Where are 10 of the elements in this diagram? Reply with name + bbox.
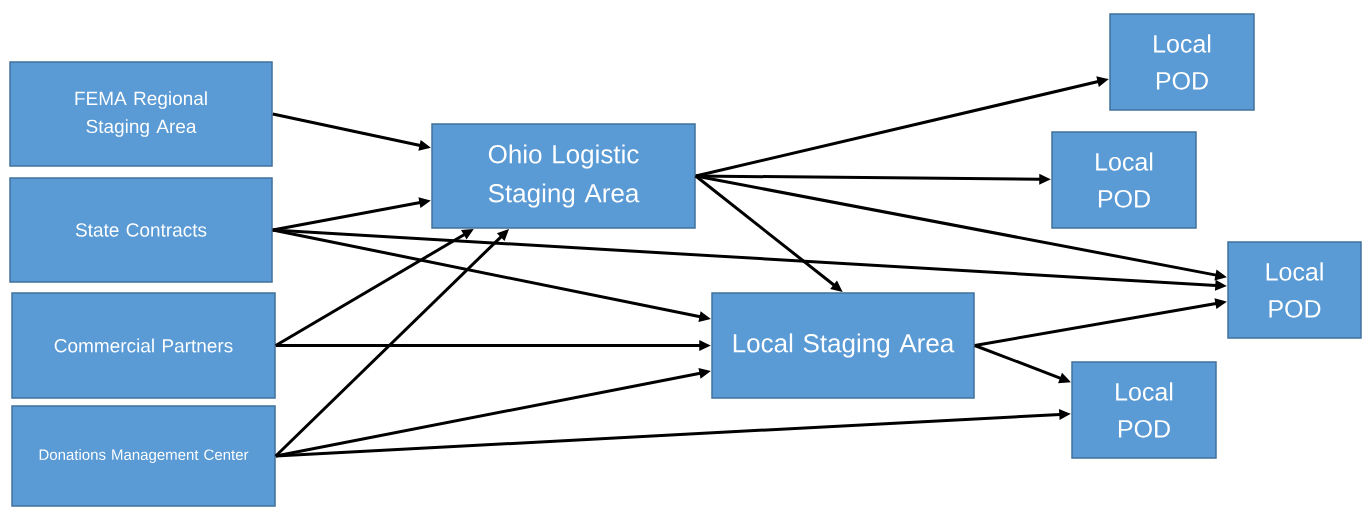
process-box: Commercial Partners (11, 292, 276, 399)
process-box: Local POD (1051, 131, 1197, 229)
process-box: State Contracts (9, 177, 273, 283)
process-box: Ohio Logistic Staging Area (431, 123, 696, 229)
process-box: Local Staging Area (711, 292, 975, 399)
process-box: FEMA Regional Staging Area (9, 61, 273, 167)
process-box: Donations Management Center (11, 405, 276, 507)
process-box: Local POD (1071, 361, 1217, 459)
process-box: Local POD (1109, 13, 1255, 111)
process-box: Local POD (1227, 241, 1362, 339)
